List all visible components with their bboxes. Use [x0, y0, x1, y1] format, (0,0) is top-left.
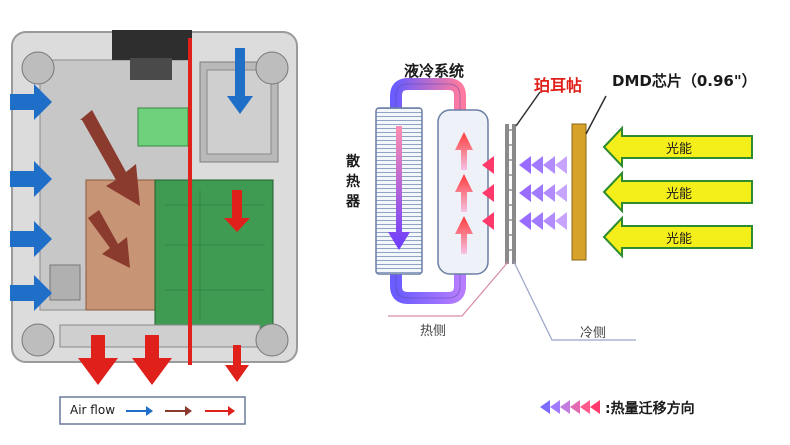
internal-arrow-2 [88, 210, 130, 268]
hot-side-label: 热侧 [420, 324, 447, 339]
heat-transfer-legend-label: :热量迁移方向 [605, 401, 695, 417]
peltier-junctions [509, 129, 512, 251]
pcb-arrow [224, 190, 250, 232]
cold-plate-arrows [455, 132, 473, 254]
exhaust-arrow-1 [78, 335, 118, 385]
light-arrow-3 [602, 215, 753, 259]
foot-top-right [255, 51, 289, 85]
heat-transfer-arrows [482, 156, 567, 230]
heat-chevron-row-1 [482, 156, 567, 174]
internal-arrows [80, 110, 140, 268]
up-arrow-1 [455, 132, 473, 170]
peltier-callout-line [515, 91, 541, 127]
peltier-hot-plate [505, 124, 509, 264]
peltier-label: 珀耳帖 [534, 76, 583, 95]
airflow-legend-arrows [126, 406, 235, 416]
projector-cutaway [11, 30, 298, 365]
exhaust-arrows [78, 190, 250, 385]
light-energy-arrows [602, 125, 753, 259]
intake-arrow-1 [10, 84, 52, 120]
up-arrow-2 [455, 174, 473, 212]
exhaust-arrow-2 [132, 335, 172, 385]
light-energy-label-3: 光能 [666, 232, 693, 247]
light-energy-label-1: 光能 [666, 142, 693, 157]
coolant-pipe-top [390, 78, 466, 110]
intake-arrow-2 [10, 161, 52, 197]
dmd-chip-label: DMD芯片（0.96"） [612, 72, 757, 90]
light-arrow-1 [602, 125, 753, 169]
up-arrow-3 [455, 216, 473, 254]
heat-legend-arrows [540, 400, 600, 414]
foot-bottom-left [21, 323, 55, 357]
light-arrow-2 [602, 170, 753, 214]
light-energy-label-2: 光能 [666, 187, 693, 202]
foot-bottom-right [255, 323, 289, 357]
peltier-cold-plate [512, 124, 516, 264]
cold-side-callout [513, 261, 636, 341]
heat-chevron-row-3 [482, 212, 567, 230]
hot-side-callout [388, 261, 509, 317]
lens-barrel [112, 30, 192, 60]
coolant-pipe-bottom [390, 272, 466, 304]
main-pcb [154, 179, 274, 329]
radiator-flow-arrow [388, 126, 410, 250]
exhaust-arrow-3 [225, 345, 249, 382]
heat-chevron-row-2 [482, 184, 567, 202]
peltier-element [505, 124, 516, 264]
fan-inlet-arrow [227, 48, 253, 114]
dmd-chip [571, 123, 587, 261]
lens-mount [130, 58, 172, 80]
cold-side-label: 冷侧 [580, 326, 607, 341]
airflow-legend [59, 396, 246, 425]
small-pcb [137, 107, 189, 147]
radiator-label: 散热器 [346, 154, 360, 210]
pcb-traces [165, 190, 265, 320]
intake-arrow-4 [10, 275, 52, 311]
intake-arrows [10, 48, 253, 311]
liquid-cooling-label: 液冷系统 [404, 62, 465, 80]
internal-arrow-1 [80, 110, 140, 206]
airflow-legend-label: Air flow [70, 403, 116, 417]
connector-block [49, 264, 81, 301]
bottom-vents [59, 324, 261, 348]
dmd-callout-line [585, 95, 607, 135]
intake-arrow-3 [10, 221, 52, 257]
foot-top-left [21, 51, 55, 85]
